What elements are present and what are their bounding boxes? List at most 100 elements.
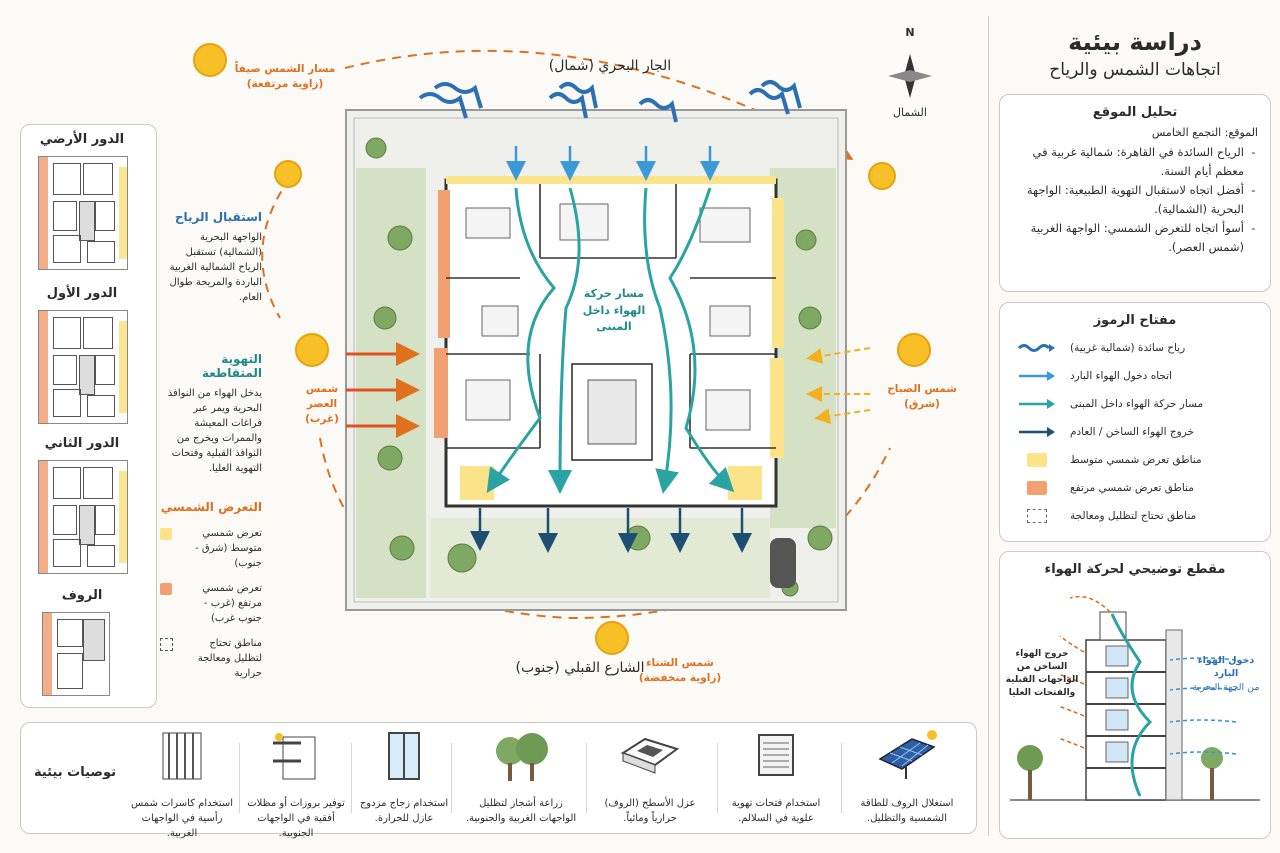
column-divider bbox=[988, 16, 989, 836]
arrow-icon bbox=[1014, 369, 1060, 383]
floor-label-first: الدور الأول bbox=[46, 286, 118, 301]
legend-item: مسار حركة الهواء داخل المبنى bbox=[1014, 390, 1256, 418]
floor-label-ground: الدور الأرضي bbox=[39, 132, 125, 147]
site-analysis-card: تحليل الموقع الموقع: التجمع الخامس الريا… bbox=[999, 94, 1271, 292]
site-plan-drawing bbox=[193, 43, 932, 655]
floor-label-second: الدور الثاني bbox=[44, 436, 120, 451]
recommendations-card: توصيات بيئية استخدام كاسرات شمس رأسية في… bbox=[20, 722, 977, 839]
recommendation-vent: استخدام فتحات تهوية علوية في السلالم. bbox=[721, 729, 831, 826]
legend-item-label: مناطق تحتاج لتظليل ومعالجة bbox=[1070, 510, 1197, 522]
cross-ventilation-heading: التهوية المتقاطعة bbox=[201, 352, 262, 380]
north-neighbor-label: الجار البحري (شمال) bbox=[548, 58, 672, 74]
recommendations-heading: توصيات بيئية bbox=[33, 765, 117, 780]
legend-item: رياح سائدة (شمالية غربية) bbox=[1014, 334, 1256, 362]
tree-icon bbox=[1201, 747, 1223, 800]
site-bullet: الرياح السائدة في القاهرة: شمالية غربية … bbox=[1010, 143, 1244, 181]
solar-panel-icon bbox=[878, 730, 937, 779]
recommendation-roof-insulation: عزل الأسطح (الروف) حرارياً ومائياً. bbox=[595, 729, 705, 826]
legend-item: خروج الهواء الساخن / العادم bbox=[1014, 418, 1256, 446]
air-path-label: مسار حركة الهواء داخل المبنى bbox=[582, 287, 646, 333]
legend-item: مناطق تعرض شمسي متوسط bbox=[1014, 446, 1256, 474]
brise-soleil-icon bbox=[162, 732, 202, 780]
compass-label: الشمال bbox=[893, 106, 927, 119]
cross-ventilation-note: التهوية المتقاطعة يدخل الهواء من النوافذ… bbox=[160, 352, 262, 476]
wind-note-text: الواجهة البحرية (الشمالية) تستقبل الرياح… bbox=[169, 232, 263, 303]
floor-label-roof: الروف bbox=[61, 588, 103, 603]
recommendation-trees: زراعة أشجار لتظليل الواجهات الغربية والج… bbox=[461, 729, 581, 826]
arrow-icon bbox=[1014, 425, 1060, 439]
color-swatch bbox=[1014, 481, 1060, 495]
legend-item-label: رياح سائدة (شمالية غربية) bbox=[1070, 342, 1186, 354]
west-sun-label: شمس العصر(غرب) bbox=[305, 383, 339, 426]
legend-item-label: مسار حركة الهواء داخل المبنى bbox=[1070, 398, 1204, 410]
site-location: الموقع: التجمع الخامس bbox=[1151, 126, 1258, 139]
arrow-icon bbox=[1014, 397, 1060, 411]
section-card: مقطع توضيحي لحركة الهواء دخول الهواء الب… bbox=[999, 551, 1271, 839]
recommendation-pergola: توفير بروزات أو مظلات أفقية في الواجهات … bbox=[241, 729, 351, 841]
compass-n-label: N bbox=[905, 26, 915, 39]
summer-path-label: مسار الشمس صيفاً(زاوية مرتفعة) bbox=[234, 63, 336, 91]
trees-icon bbox=[496, 733, 548, 781]
wind-note-heading: استقبال الرياح bbox=[174, 210, 262, 224]
site-bullet: أفضل اتجاه لاستقبال التهوية الطبيعية: ال… bbox=[1010, 181, 1244, 219]
floor-plan-roof bbox=[42, 612, 110, 696]
page-header: دراسة بيئية اتجاهات الشمس والرياح bbox=[1000, 28, 1270, 80]
south-street-label: الشارع القبلي (جنوب) bbox=[515, 660, 645, 676]
floor-plan-second bbox=[38, 460, 128, 574]
legend-item-label: اتجاه دخول الهواء البارد bbox=[1070, 370, 1173, 382]
compass-icon bbox=[888, 54, 932, 98]
sun-item-shading: مناطق تحتاج لتظليل ومعالجة حرارية bbox=[160, 636, 262, 681]
dashed-box-icon bbox=[1014, 509, 1060, 523]
pergola-icon bbox=[273, 733, 316, 780]
floor-plan-first bbox=[38, 310, 128, 424]
page-title: دراسة بيئية bbox=[1068, 28, 1202, 56]
cross-ventilation-text: يدخل الهواء من النوافذ البحرية ويمر عبر … bbox=[167, 388, 262, 474]
legend-item-label: مناطق تعرض شمسي متوسط bbox=[1070, 454, 1202, 466]
site-bullets: الرياح السائدة في القاهرة: شمالية غربية … bbox=[1000, 143, 1270, 257]
wind-note: استقبال الرياح الواجهة البحرية (الشمالية… bbox=[160, 210, 263, 305]
sun-exposure-heading: التعرض الشمسي bbox=[160, 500, 262, 514]
site-analysis-heading: تحليل الموقع bbox=[1092, 105, 1178, 120]
divider bbox=[351, 743, 352, 813]
legend-item-label: خروج الهواء الساخن / العادم bbox=[1070, 426, 1194, 438]
divider bbox=[717, 743, 718, 813]
arrow-icon bbox=[1014, 341, 1060, 355]
page-subtitle: اتجاهات الشمس والرياح bbox=[1049, 60, 1221, 80]
sun-icon bbox=[897, 333, 931, 367]
sun-exposure-note: التعرض الشمسي تعرض شمسي متوسط (شرق - جنو… bbox=[160, 500, 262, 681]
recommendation-solar: استغلال الروف للطاقة الشمسية والتظليل. bbox=[849, 729, 965, 826]
color-swatch bbox=[1014, 453, 1060, 467]
legend-item-label: مناطق تعرض شمسي مرتفع bbox=[1070, 482, 1194, 494]
sun-item-medium: تعرض شمسي متوسط (شرق - جنوب) bbox=[160, 526, 262, 571]
section-air-out-label: خروج الهواء الساخن من الواجهات القبلية و… bbox=[1005, 649, 1079, 699]
recommendation-double-glazing: استخدام زجاج مزدوج عازل للحرارة. bbox=[349, 729, 459, 826]
tree-icon bbox=[1017, 745, 1043, 800]
vent-icon bbox=[758, 734, 794, 776]
section-heading: مقطع توضيحي لحركة الهواء bbox=[1044, 562, 1226, 577]
sun-icon bbox=[295, 333, 329, 367]
divider bbox=[451, 743, 452, 813]
sun-item-high: تعرض شمسي مرتفع (غرب - جنوب غرب) bbox=[160, 581, 262, 626]
site-bullet: أسوأ اتجاه للتعرض الشمسي: الواجهة الغربي… bbox=[1010, 219, 1244, 257]
sun-icon bbox=[193, 43, 227, 77]
double-glazing-icon bbox=[388, 732, 420, 780]
floor-plan-ground bbox=[38, 156, 128, 270]
recommendation-brise-soleil: استخدام كاسرات شمس رأسية في الواجهات الغ… bbox=[127, 729, 237, 841]
legend-list: رياح سائدة (شمالية غربية) اتجاه دخول الهو… bbox=[1000, 328, 1270, 530]
sun-icon bbox=[868, 162, 896, 190]
legend-heading: مفتاح الرموز bbox=[1093, 313, 1177, 328]
sun-icon bbox=[595, 621, 629, 655]
roof-insulation-icon bbox=[620, 737, 680, 774]
east-sun-label: شمس الصباح(شرق) bbox=[887, 383, 957, 411]
legend-item: مناطق تعرض شمسي مرتفع bbox=[1014, 474, 1256, 502]
winter-sun-label: شمس الشتاء(زاوية منخفضة) bbox=[638, 657, 722, 685]
divider bbox=[841, 743, 842, 813]
sun-icon bbox=[274, 160, 302, 188]
legend-item: اتجاه دخول الهواء البارد bbox=[1014, 362, 1256, 390]
divider bbox=[239, 743, 240, 813]
legend-item: مناطق تحتاج لتظليل ومعالجة bbox=[1014, 502, 1256, 530]
section-air-in-label: دخول الهواء البارد من الجهة البحرية bbox=[1192, 655, 1260, 693]
divider bbox=[586, 743, 587, 813]
air-section-drawing bbox=[1010, 595, 1260, 801]
legend-card: مفتاح الرموز رياح سائدة (شمالية غربية) ات… bbox=[999, 302, 1271, 542]
